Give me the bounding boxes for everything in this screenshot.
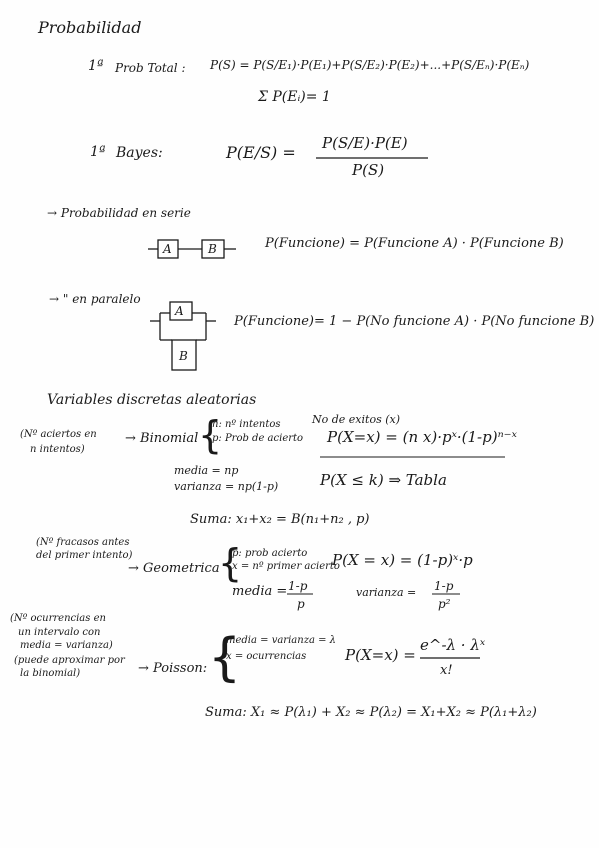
serie-box-a: A	[163, 242, 172, 256]
binomial-note-line1: (Nº aciertos en	[20, 429, 97, 440]
poisson-name: → Poisson:	[138, 661, 208, 676]
binomial-suma: Suma: x₁+x₂ = B(n₁+n₂ , p)	[190, 512, 370, 527]
serie-box-b: B	[208, 242, 217, 256]
poisson-param-media: media = varianza = λ	[226, 635, 336, 646]
geometric-media-label: media =	[232, 584, 288, 599]
series-circuit	[148, 239, 236, 259]
binomial-note-line2: n intentos)	[30, 444, 85, 455]
serie-heading: → Probabilidad en serie	[47, 206, 191, 220]
binomial-param-n: n: nº intentos	[212, 419, 281, 430]
poisson-note-line2: un intervalo con	[18, 627, 101, 638]
poisson-note-line1: (Nº ocurrencias en	[10, 613, 106, 624]
poisson-note-line5: la binomial)	[20, 668, 81, 679]
paralelo-box-a: A	[175, 304, 184, 318]
paralelo-box-b: B	[179, 349, 188, 363]
binomial-varianza: varianza = np(1-p)	[174, 480, 279, 493]
geometric-param-p: p: prob acierto	[232, 548, 308, 559]
variables-heading: Variables discretas aleatorias	[47, 392, 257, 408]
binomial-brace: {	[198, 413, 223, 457]
serie-formula: P(Funcione) = P(Funcione A) · P(Funcione…	[265, 236, 564, 251]
paralelo-formula: P(Funcione)= 1 − P(No funcione A) · P(No…	[234, 314, 595, 329]
parallel-circuit	[150, 301, 216, 371]
poisson-note-line3: media = varianza)	[20, 640, 113, 651]
prob-total-label: Prob Total :	[115, 61, 186, 75]
binomial-formula: P(X=x) = (n x)·pˣ·(1-p)ⁿ⁻ˣ	[327, 428, 517, 446]
geometric-note-line2: del primer intento)	[36, 550, 133, 561]
binomial-name: → Binomial	[125, 431, 199, 446]
geometric-name: → Geometrica	[128, 561, 220, 576]
poisson-param-x: x = ocurrencias	[226, 651, 307, 662]
paralelo-heading: → " en paralelo	[49, 292, 141, 306]
geometric-media-den: p	[297, 597, 305, 611]
poisson-brace: {	[208, 628, 242, 688]
binomial-media: media = np	[174, 464, 239, 477]
binomial-param-p: p: Prob de acierto	[212, 433, 304, 444]
geometric-formula: P(X = x) = (1-p)ˣ·p	[332, 551, 473, 569]
binomial-tabla: P(X ≤ k) ⇒ Tabla	[320, 471, 447, 489]
geometric-varianza-den: p²	[438, 597, 451, 611]
page-title: Probabilidad	[38, 18, 142, 37]
geometric-note-line1: (Nº fracasos antes	[36, 537, 130, 548]
bayes-denominator: P(S)	[352, 161, 385, 179]
prob-total-formula: P(S) = P(S/E₁)·P(E₁)+P(S/E₂)·P(E₂)+...+P…	[210, 58, 530, 72]
bayes-label: Bayes:	[116, 145, 163, 161]
prob-total-sum: Σ P(Eᵢ)= 1	[258, 89, 331, 105]
bayes-num: 1ª	[90, 144, 106, 160]
geometric-brace: {	[218, 541, 243, 585]
bayes-lhs: P(E/S) =	[226, 143, 296, 162]
geometric-media-num: 1-p	[288, 579, 308, 593]
prob-total-num: 1ª	[88, 58, 104, 74]
poisson-suma: Suma: X₁ ≈ P(λ₁) + X₂ ≈ P(λ₂) = X₁+X₂ ≈ …	[205, 705, 537, 720]
bayes-numerator: P(S/E)·P(E)	[322, 134, 408, 152]
geometric-varianza-label: varianza =	[356, 586, 417, 599]
geometric-varianza-num: 1-p	[434, 579, 454, 593]
geometric-param-x: x = nº primer acierto	[232, 561, 340, 572]
poisson-note-line4: (puede aproximar por	[14, 655, 125, 666]
poisson-numerator: e^-λ · λˣ	[420, 636, 486, 654]
binomial-exitos-label: No de exitos (x)	[312, 413, 400, 426]
poisson-lhs: P(X=x) =	[345, 646, 416, 664]
poisson-denominator: x!	[440, 663, 453, 678]
